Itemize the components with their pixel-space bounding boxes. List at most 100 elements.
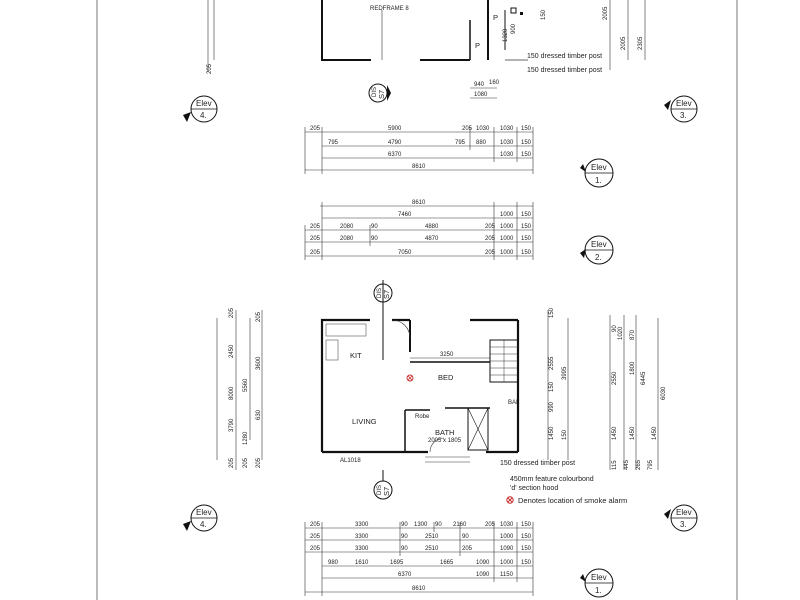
svg-text:205: 205	[310, 126, 321, 132]
svg-text:1000: 1000	[500, 534, 514, 540]
dims-block-a: 205 5900 205 1030 1030 150 795 4790 795 …	[304, 126, 534, 174]
svg-text:90: 90	[612, 325, 618, 332]
svg-text:150: 150	[521, 546, 532, 552]
lower-note-hood: 'd' section hood	[510, 485, 558, 492]
svg-text:150: 150	[562, 429, 568, 440]
svg-text:795: 795	[648, 459, 654, 470]
lower-note-feature: 450mm feature colourbond	[510, 476, 594, 483]
svg-text:1280: 1280	[243, 431, 249, 445]
room-bath: BATH	[435, 428, 454, 437]
elev-marker-3-bottom: Elev 3.	[664, 504, 698, 532]
svg-text:Elev: Elev	[591, 240, 607, 249]
svg-text:150: 150	[521, 522, 532, 528]
svg-text:205: 205	[485, 224, 496, 230]
svg-text:7460: 7460	[398, 212, 412, 218]
svg-text:1030: 1030	[500, 152, 514, 158]
svg-text:205: 205	[462, 546, 473, 552]
svg-text:205: 205	[256, 457, 262, 468]
svg-text:1.: 1.	[595, 176, 602, 185]
svg-text:2080: 2080	[340, 224, 354, 230]
svg-text:1300: 1300	[414, 522, 428, 528]
lower-plan: 3250 KIT BED LIVING Robe BATH 2005 x 180…	[216, 307, 667, 505]
svg-text:795: 795	[328, 140, 339, 146]
svg-text:90: 90	[462, 534, 469, 540]
svg-text:90: 90	[401, 534, 408, 540]
svg-text:150: 150	[521, 560, 532, 566]
svg-text:5900: 5900	[388, 126, 402, 132]
svg-text:1800: 1800	[630, 361, 636, 375]
svg-text:150: 150	[549, 307, 555, 318]
smoke-alarm-icon	[406, 374, 414, 382]
svg-text:150: 150	[521, 236, 532, 242]
svg-text:1610: 1610	[355, 560, 369, 566]
svg-text:S7: S7	[382, 487, 391, 496]
svg-text:1030: 1030	[500, 140, 514, 146]
svg-text:3250: 3250	[440, 352, 454, 358]
room-bed: BED	[438, 373, 454, 382]
svg-text:1450: 1450	[652, 426, 658, 440]
svg-text:205: 205	[310, 236, 321, 242]
svg-text:3300: 3300	[355, 522, 369, 528]
svg-text:90: 90	[401, 546, 408, 552]
svg-text:980: 980	[328, 560, 339, 566]
upper-small-160: 160	[489, 80, 500, 86]
room-kit: KIT	[350, 351, 362, 360]
svg-text:150: 150	[521, 224, 532, 230]
svg-text:1150: 1150	[500, 572, 514, 578]
svg-text:3995: 3995	[562, 366, 568, 380]
upper-top-label: REDFRAME 8	[370, 6, 409, 12]
svg-text:DIS: DIS	[372, 87, 378, 97]
upper-letter-1: P	[493, 13, 498, 22]
svg-text:DIS: DIS	[377, 288, 383, 298]
elev-marker-1-mid: Elev 1.	[580, 158, 614, 188]
room-living: LIVING	[352, 417, 377, 426]
svg-text:870: 870	[630, 329, 636, 340]
svg-text:1000: 1000	[500, 250, 514, 256]
svg-text:4.: 4.	[200, 111, 207, 120]
svg-text:1000: 1000	[500, 224, 514, 230]
svg-text:1020: 1020	[618, 326, 624, 340]
svg-text:445: 445	[624, 459, 630, 470]
svg-text:205: 205	[229, 457, 235, 468]
section-marker-bottom: DIS S7	[373, 470, 393, 500]
svg-text:205: 205	[485, 250, 496, 256]
upper-side-right-1: 2005	[603, 6, 609, 20]
svg-text:205: 205	[229, 307, 235, 318]
svg-text:Elev: Elev	[676, 508, 692, 517]
svg-text:2450: 2450	[229, 344, 235, 358]
svg-text:3300: 3300	[355, 546, 369, 552]
svg-text:1030: 1030	[500, 126, 514, 132]
svg-text:1090: 1090	[500, 546, 514, 552]
lower-bottom-label: AL1018	[340, 458, 361, 464]
svg-text:115: 115	[612, 460, 618, 470]
svg-text:205: 205	[256, 311, 262, 322]
svg-text:2080: 2080	[340, 236, 354, 242]
svg-text:3790: 3790	[229, 418, 235, 432]
dims-block-b: 8610 7460 1000 150 205 2080 90 4880 205 …	[304, 200, 534, 260]
upper-note-2: 150 dressed timber post	[527, 67, 602, 74]
svg-text:4880: 4880	[425, 224, 439, 230]
elev-marker-2-mid: Elev 2.	[580, 235, 614, 265]
svg-text:205: 205	[310, 224, 321, 230]
svg-text:6030: 6030	[661, 386, 667, 400]
svg-text:205: 205	[485, 522, 496, 528]
svg-text:1030: 1030	[476, 126, 490, 132]
svg-text:1665: 1665	[440, 560, 454, 566]
svg-text:3.: 3.	[680, 520, 687, 529]
svg-text:1.: 1.	[595, 586, 602, 595]
svg-text:8610: 8610	[412, 586, 426, 592]
upper-dim-r1: 150	[541, 9, 547, 20]
svg-text:3300: 3300	[355, 534, 369, 540]
svg-text:1000: 1000	[500, 212, 514, 218]
upper-dim-r3: 1320	[503, 28, 509, 42]
svg-text:205: 205	[243, 457, 249, 468]
dims-block-bottom: 205 3300 90 1300 90 2160 205 1030 150 20…	[304, 522, 534, 596]
svg-text:265: 265	[636, 459, 642, 470]
svg-text:2510: 2510	[425, 546, 439, 552]
svg-text:2510: 2510	[425, 534, 439, 540]
svg-text:150: 150	[521, 126, 532, 132]
svg-text:1450: 1450	[612, 426, 618, 440]
svg-text:1090: 1090	[476, 560, 490, 566]
svg-text:4790: 4790	[388, 140, 402, 146]
svg-text:DIS: DIS	[377, 485, 383, 495]
